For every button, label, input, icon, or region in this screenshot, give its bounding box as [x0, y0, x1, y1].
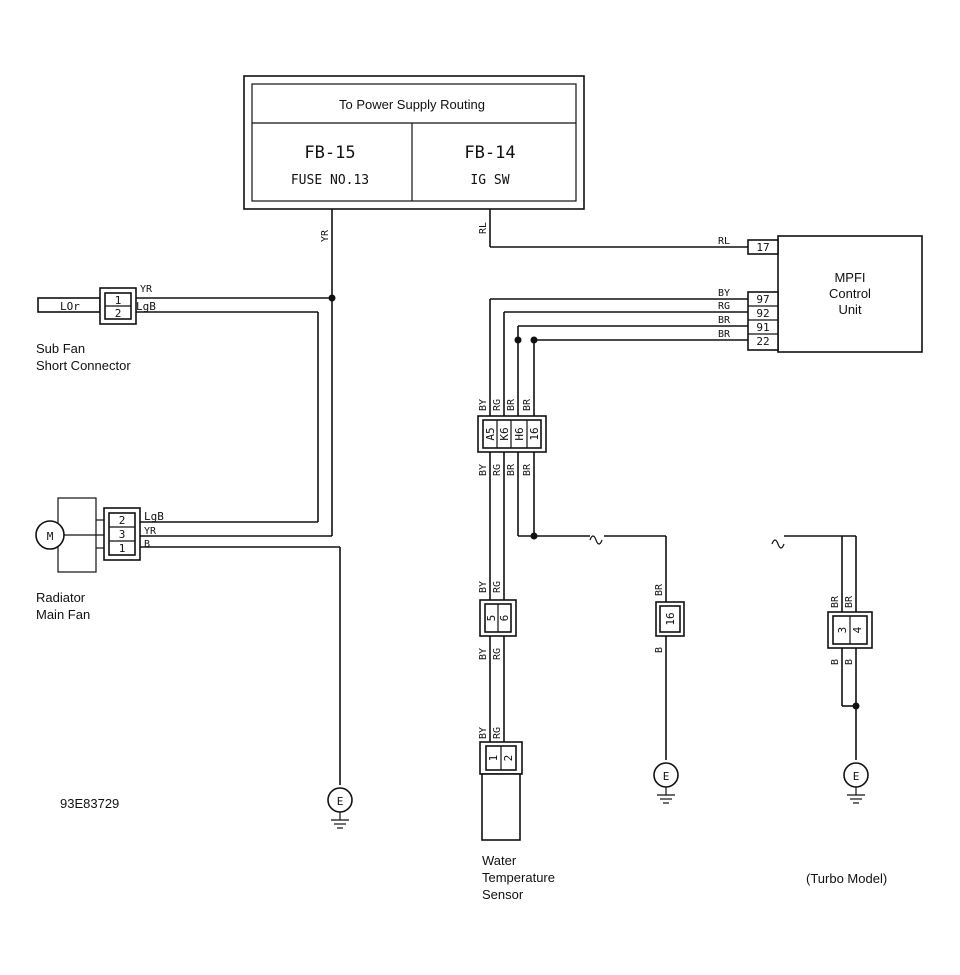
fb14-code: FB-14 [464, 143, 515, 163]
mpfi-pin: 17 [756, 241, 769, 254]
yr-circuit: YR YR LgB LgB YR B [130, 209, 341, 785]
wire-label-yr: YR [320, 229, 331, 242]
junction-connector: A5 K6 H6 16 [477, 415, 547, 453]
main-fan-pin: 3 [119, 528, 126, 541]
water-temperature-sensor: 1 2 Water Temperature Sensor [479, 741, 555, 902]
main-fan-pin: 1 [119, 542, 126, 555]
wts-label: Sensor [482, 887, 524, 902]
main-fan-label: Main Fan [36, 607, 90, 622]
wire-label-lgb-main: LgB [144, 510, 164, 523]
rl-circuit: RL RL [478, 209, 748, 248]
wire-label-rg: RG [492, 648, 503, 660]
wts-inline-pin: 6 [498, 615, 511, 622]
wire-label-b: B [844, 659, 855, 665]
main-fan-label: Radiator [36, 590, 86, 605]
wire-label-br: BR [654, 583, 665, 596]
wire-label-by: BY [478, 727, 489, 739]
wts-inline-pin: 5 [485, 615, 498, 622]
wire-label-rg: RG [718, 301, 730, 312]
wts-inline-connector: 5 6 [479, 599, 517, 637]
turbo-branch: BR BR 3 4 B B [771, 535, 873, 760]
wire-label-br: BR [506, 463, 517, 476]
sub-fan-pin: 1 [115, 294, 122, 307]
turbo-model-label: (Turbo Model) [806, 871, 887, 886]
wts-label: Water [482, 853, 517, 868]
wire-label-yr-main: YR [144, 526, 157, 537]
junction-pin: H6 [513, 427, 526, 440]
wts-pin: 1 [487, 755, 500, 762]
mpfi-pin: 97 [756, 293, 769, 306]
wire-label-br: BR [844, 595, 855, 608]
wire-label-br: BR [830, 595, 841, 608]
wts-pin: 2 [502, 755, 515, 762]
motor-label: M [47, 530, 54, 543]
ground-icon: E [327, 787, 353, 829]
junction-pin: K6 [498, 427, 511, 440]
wire-label-rg: RG [492, 727, 503, 739]
wire-label-rg: RG [492, 399, 503, 411]
sub-fan-short-connector: LOr 1 2 Sub Fan Short Connector [36, 287, 137, 373]
mid-connector: 16 B [654, 601, 685, 760]
sub-fan-label: Sub Fan [36, 341, 85, 356]
radiator-main-fan: M 2 3 1 Radiator Main Fan [35, 497, 141, 622]
wire-label-rg: RG [492, 464, 503, 476]
fb15-name: FUSE NO.13 [291, 173, 369, 188]
turbo-connector-pin: 4 [851, 626, 864, 633]
mid-connector-pin: 16 [664, 612, 677, 625]
turbo-connector-pin: 3 [836, 627, 849, 634]
mpfi-label: Control [829, 286, 871, 301]
mpfi-pin: 22 [756, 335, 769, 348]
wire-label-yr-sub: YR [140, 284, 153, 295]
fb14-name: IG SW [470, 173, 509, 188]
wts-wires: BY RG BY RG [478, 636, 505, 744]
mpfi-control-unit: MPFI Control Unit 17 97 92 91 22 [747, 235, 923, 353]
wire-label-lor: LOr [60, 300, 80, 313]
mpfi-label: Unit [838, 302, 862, 317]
power-box-title: To Power Supply Routing [339, 97, 485, 112]
main-fan-pin: 2 [119, 514, 126, 527]
fb15-code: FB-15 [304, 143, 355, 163]
wire-label-rl: RL [478, 222, 489, 234]
sensor-harness: BY RG BR BR BY RG BR BR [478, 288, 748, 420]
ground-icon: E [843, 762, 869, 804]
wire-label-br: BR [522, 398, 533, 411]
wire-label-b-main: B [144, 539, 150, 550]
wire-label-br: BR [522, 463, 533, 476]
ground-icon: E [653, 762, 679, 804]
mpfi-pin: 92 [756, 307, 769, 320]
wire-label-by: BY [718, 288, 730, 299]
wire-label-lgb-sub: LgB [136, 300, 156, 313]
ground-label: E [337, 795, 344, 808]
wire-label-rg: RG [492, 581, 503, 593]
wire-label-b: B [654, 647, 665, 653]
wire-label-by: BY [478, 464, 489, 476]
harness-lower: BY RG BR BR BY RG BR [478, 452, 667, 604]
wire-label-b: B [830, 659, 841, 665]
wire-label-by: BY [478, 648, 489, 660]
mpfi-pin: 91 [756, 321, 769, 334]
wire-label-br: BR [718, 315, 731, 326]
junction-pin: 16 [528, 427, 541, 440]
sub-fan-label: Short Connector [36, 358, 131, 373]
ground-label: E [853, 770, 860, 783]
wire-label-br: BR [506, 398, 517, 411]
wire-label-by: BY [478, 399, 489, 411]
wts-label: Temperature [482, 870, 555, 885]
sub-fan-pin: 2 [115, 307, 122, 320]
ground-label: E [663, 770, 670, 783]
mpfi-label: MPFI [834, 270, 865, 285]
junction-pin: A5 [484, 427, 497, 440]
wire-label-rl-mpfi: RL [718, 236, 730, 247]
power-supply-box: To Power Supply Routing FB-15 FUSE NO.13… [243, 75, 585, 210]
figure-id: 93E83729 [60, 796, 119, 811]
wire-label-br: BR [718, 329, 731, 340]
wire-label-by: BY [478, 581, 489, 593]
